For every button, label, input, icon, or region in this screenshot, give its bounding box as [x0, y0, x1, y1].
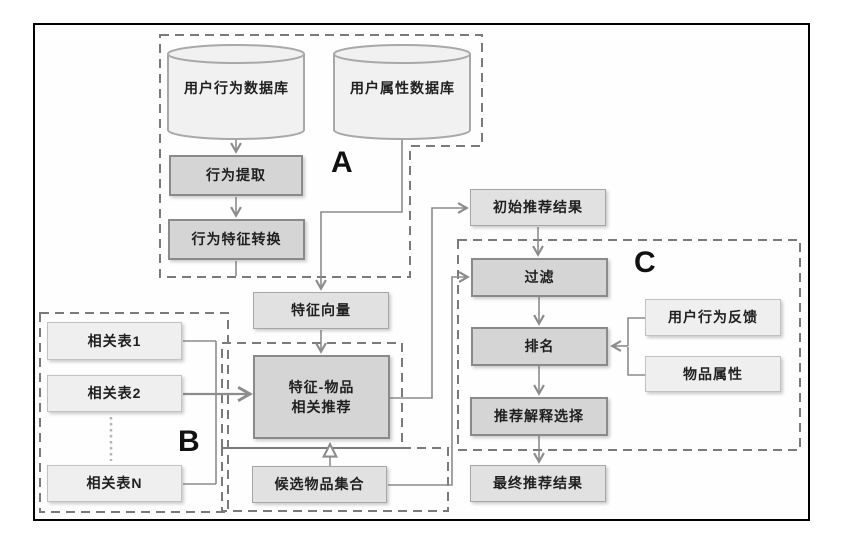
group-c-outline	[457, 239, 801, 451]
node-feature-vector: 特征向量	[253, 292, 389, 329]
node-user-behavior-db-label: 用户行为数据库	[184, 80, 289, 96]
node-related-table-2: 相关表2	[47, 375, 182, 412]
edge-attrdb-to-featurevector	[315, 140, 403, 291]
edge-feedback-stub	[627, 317, 645, 346]
node-final-results: 最终推荐结果	[470, 465, 606, 502]
node-related-table-1: 相关表1	[47, 322, 182, 360]
node-feature-item-rec: 特征-物品 相关推荐	[253, 355, 390, 439]
edge-featureitem-to-initial	[390, 202, 469, 399]
node-user-attr-db-label: 用户属性数据库	[350, 80, 455, 96]
node-behavior-feature-convert: 行为特征转换	[168, 219, 305, 260]
group-label-c: C	[634, 246, 656, 279]
node-item-attrs: 物品属性	[645, 356, 781, 392]
group-b-outline	[39, 312, 229, 513]
node-candidate-items: 候选物品集合	[252, 466, 387, 503]
node-behavior-extract: 行为提取	[169, 155, 303, 196]
group-label-b: B	[178, 425, 200, 458]
user-attr-db-cylinder	[333, 44, 471, 140]
node-explanation-select: 推荐解释选择	[470, 397, 608, 436]
node-ranking: 排名	[471, 327, 608, 366]
node-filter: 过滤	[471, 258, 608, 297]
group-label-a: A	[331, 146, 353, 179]
node-user-feedback: 用户行为反馈	[645, 299, 781, 336]
node-initial-results: 初始推荐结果	[470, 189, 606, 226]
user-behavior-db-cylinder	[167, 44, 305, 140]
node-related-table-n: 相关表N	[47, 465, 182, 502]
connectors	[183, 140, 645, 486]
edge-itemattrs-stub	[627, 347, 645, 376]
group-a-outline	[159, 34, 483, 278]
edge-candidate-to-filter	[388, 271, 470, 486]
